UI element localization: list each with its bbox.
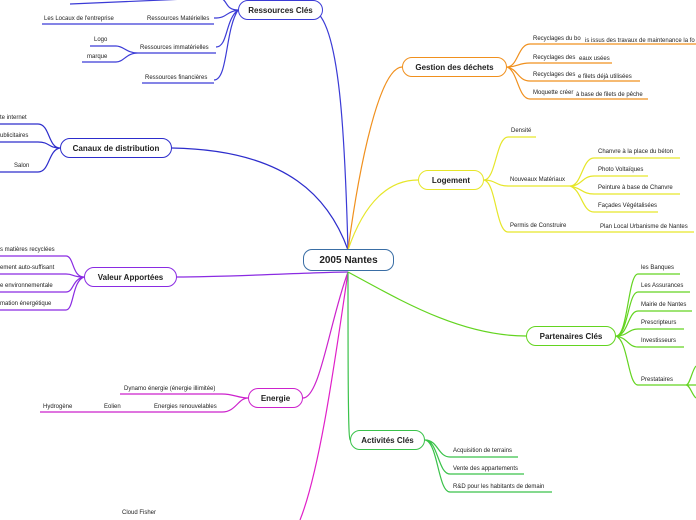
label-locaux-entreprise[interactable]: Les Locaux de l'entreprise — [44, 16, 114, 22]
connector-dechets-sub — [506, 43, 696, 100]
label-valeur-3[interactable]: e environnementale — [0, 283, 53, 289]
label-valeur-4[interactable]: mation énergétique — [0, 301, 52, 307]
label-prestataires[interactable]: Prestataires — [641, 377, 674, 383]
label-hydrogene[interactable]: Hydrogène — [43, 404, 73, 410]
connector-partenaires-sub — [615, 273, 696, 399]
label-eolien[interactable]: Eolien — [104, 404, 121, 410]
label-dechet-2b[interactable]: eaux usées — [579, 56, 610, 62]
topic-energie[interactable]: Energie — [248, 388, 303, 408]
label-canal-salon[interactable]: Salon — [14, 163, 30, 169]
label-marque[interactable]: marque — [87, 54, 108, 60]
label-mairie-nantes[interactable]: Mairie de Nantes — [641, 302, 687, 308]
label-dechet-4a[interactable]: Moquette créer — [533, 90, 574, 96]
label-canal-internet[interactable]: te internet — [0, 115, 27, 121]
label-chanvre[interactable]: Chanvre à la place du béton — [598, 149, 674, 155]
label-acquisition-terrains[interactable]: Acquisition de terrains — [453, 448, 513, 454]
label-dechet-1b[interactable]: is issus des travaux de maintenance la f… — [585, 38, 695, 44]
connector-logement — [347, 179, 419, 251]
topic-logement[interactable]: Logement — [418, 170, 484, 190]
label-nouveaux-materiaux[interactable]: Nouveaux Matériaux — [510, 177, 566, 183]
connector-valeur-sub — [0, 255, 85, 311]
label-assurances[interactable]: Les Assurances — [641, 283, 684, 289]
label-facades-vegetalisees[interactable]: Façades Végétalisées — [598, 203, 658, 209]
connector-logement-sub — [483, 136, 694, 233]
label-peinture-chanvre[interactable]: Peinture à base de Chanvre — [598, 185, 673, 191]
label-ressources-immaterielles[interactable]: Ressources immatérielles — [140, 45, 209, 51]
label-dechet-4b[interactable]: à base de filets de pêche — [576, 92, 643, 98]
label-photovoltaiques[interactable]: Photo Voltaïques — [598, 167, 644, 173]
label-valeur-2[interactable]: ement auto-suffisant — [0, 265, 55, 271]
label-logo[interactable]: Logo — [94, 37, 108, 43]
connector-cloud — [299, 271, 349, 520]
label-vente-appartements[interactable]: Vente des appartements — [453, 466, 519, 472]
connector-activites-sub — [424, 439, 552, 493]
connector-dechets — [347, 66, 403, 251]
topic-activites-cles[interactable]: Activités Clés — [350, 430, 425, 450]
label-densite[interactable]: Densité — [511, 128, 532, 134]
connector-valeur — [176, 271, 349, 278]
underlines-ressources — [42, 0, 216, 84]
label-investisseurs[interactable]: Investisseurs — [641, 338, 677, 344]
label-plu-nantes[interactable]: Plan Local Urbanisme de Nantes — [600, 224, 688, 230]
connector-energie — [302, 271, 349, 399]
label-banques[interactable]: les Banques — [641, 265, 675, 271]
connector-partenaires — [347, 271, 527, 337]
connector-canaux-sub — [0, 123, 61, 173]
label-dynamo[interactable]: Dynamo énergie (énergie illimitée) — [124, 386, 216, 392]
topic-canaux-distribution[interactable]: Canaux de distribution — [60, 138, 172, 158]
label-rd-habitants[interactable]: R&D pour les habitants de demain — [453, 484, 545, 490]
label-canal-publicitaires[interactable]: ublicitaires — [0, 133, 29, 139]
label-dechet-2a[interactable]: Recyclages des — [533, 55, 576, 61]
label-valeur-1[interactable]: s matières recyclées — [0, 247, 55, 253]
label-cloud-fisher[interactable]: Cloud Fisher — [122, 510, 157, 516]
label-ressources-financieres[interactable]: Ressources financières — [145, 75, 208, 81]
label-permis-construire[interactable]: Permis de Construire — [510, 223, 567, 229]
connector-ressources — [312, 9, 349, 251]
label-energies-renouvelables[interactable]: Energies renouvelables — [154, 404, 217, 410]
label-dechet-3a[interactable]: Recyclages des — [533, 72, 576, 78]
connector-energie-sub — [40, 393, 249, 413]
topic-valeur-apportees[interactable]: Valeur Apportées — [84, 267, 177, 287]
central-topic[interactable]: 2005 Nantes — [303, 249, 394, 271]
label-ressources-materielles[interactable]: Ressources Matérielles — [147, 16, 210, 22]
label-dechet-1a[interactable]: Recyclages du bo — [533, 36, 581, 42]
connector-ressources-sub — [213, 0, 239, 81]
topic-gestion-dechets[interactable]: Gestion des déchets — [402, 57, 507, 77]
connector-activites — [347, 271, 351, 441]
label-dechet-3b[interactable]: e filets déjà utilisées — [578, 74, 632, 80]
label-prescripteurs[interactable]: Prescripteurs — [641, 320, 677, 326]
topic-ressources-cles[interactable]: Ressources Clés — [238, 0, 323, 20]
topic-partenaires-cles[interactable]: Partenaires Clés — [526, 326, 616, 346]
connector-canaux — [171, 147, 349, 251]
